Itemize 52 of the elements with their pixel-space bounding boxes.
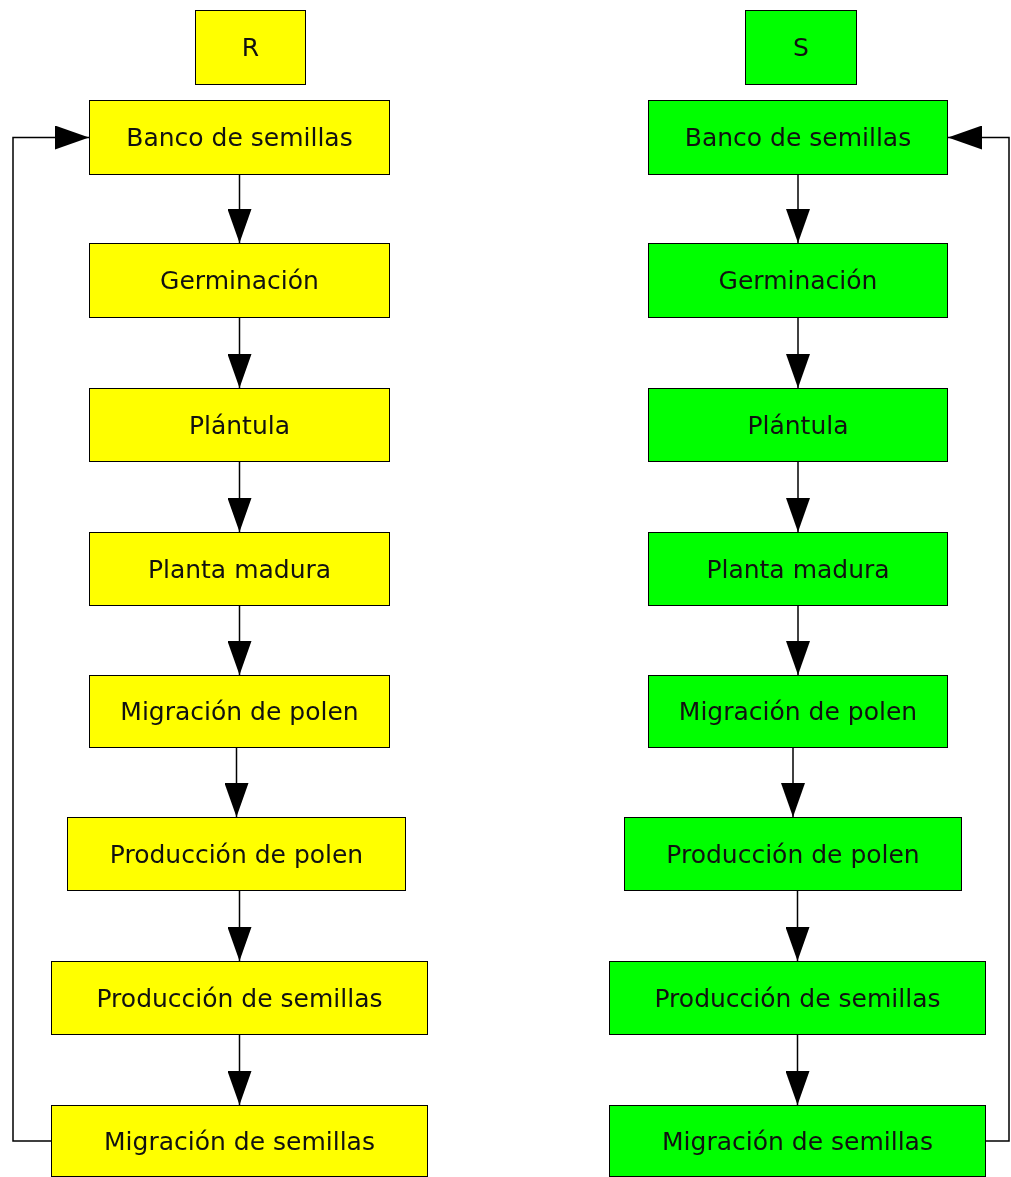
- arrow: [781, 747, 805, 818]
- node-label: S: [793, 33, 809, 62]
- process-box: [51, 961, 428, 1035]
- process-box: [89, 675, 390, 748]
- process-box: [89, 388, 390, 462]
- arrow: [227, 317, 252, 389]
- process-box: [89, 243, 390, 318]
- node-label: Banco de semillas: [126, 123, 353, 152]
- node-label: Plántula: [188, 410, 291, 440]
- node-label: Migración de semillas: [104, 1126, 375, 1156]
- node-label: Migración de semillas: [662, 1126, 933, 1156]
- process-box: [648, 388, 948, 462]
- arrow: [786, 174, 810, 244]
- process-box: [67, 817, 406, 891]
- arrow: [947, 125, 1010, 1142]
- process-box: [51, 1105, 428, 1177]
- arrow: [227, 174, 252, 244]
- process-box: [648, 675, 948, 748]
- process-box: [89, 100, 390, 175]
- arrow: [227, 461, 252, 533]
- arrow: [12, 125, 90, 1142]
- node-label: Germinación: [160, 266, 319, 295]
- process-box: [89, 532, 390, 606]
- arrow: [786, 317, 810, 389]
- node-label: Producción de polen: [666, 839, 920, 869]
- arrow: [786, 605, 810, 676]
- arrow: [224, 747, 249, 818]
- header-box: [745, 10, 857, 85]
- arrow: [786, 461, 810, 533]
- node-label: Germinación: [718, 266, 878, 295]
- node-label: Producción de semillas: [654, 983, 941, 1013]
- process-box: [648, 243, 948, 318]
- node-label: Producción de semillas: [96, 983, 383, 1013]
- process-box: [609, 1105, 986, 1177]
- arrow: [227, 605, 252, 676]
- node-label: Plántula: [747, 410, 849, 440]
- arrow: [227, 890, 252, 962]
- node-label: Planta madura: [147, 554, 332, 584]
- arrow: [785, 890, 810, 962]
- process-box: [624, 817, 962, 891]
- arrow: [785, 1034, 810, 1106]
- process-box: [648, 532, 948, 606]
- node-label: Migración de polen: [678, 697, 918, 726]
- node-label: Planta madura: [706, 554, 890, 584]
- node-label: Producción de polen: [109, 839, 364, 869]
- arrow: [227, 1034, 252, 1106]
- process-box: [648, 100, 948, 175]
- node-label: Banco de semillas: [684, 123, 912, 152]
- process-box: [609, 961, 986, 1035]
- node-label: R: [241, 33, 260, 62]
- header-box: [195, 10, 306, 85]
- node-label: Migración de polen: [120, 697, 359, 726]
